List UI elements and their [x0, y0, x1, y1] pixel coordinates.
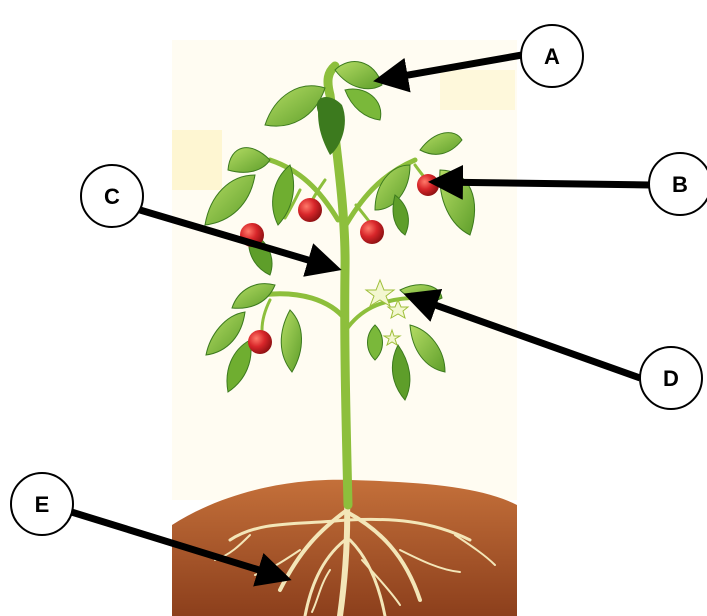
label-b-text: B: [672, 172, 688, 197]
tomato: [360, 220, 384, 244]
label-e: E: [11, 473, 73, 535]
label-c-text: C: [104, 184, 120, 209]
tomato: [248, 330, 272, 354]
label-e-text: E: [35, 492, 50, 517]
label-b: B: [649, 153, 707, 215]
label-a-text: A: [544, 44, 560, 69]
label-a: A: [521, 25, 583, 87]
label-d-text: D: [663, 366, 679, 391]
label-d: D: [640, 347, 702, 409]
tomato: [298, 198, 322, 222]
arrow-b: [435, 182, 650, 185]
label-c: C: [81, 165, 143, 227]
